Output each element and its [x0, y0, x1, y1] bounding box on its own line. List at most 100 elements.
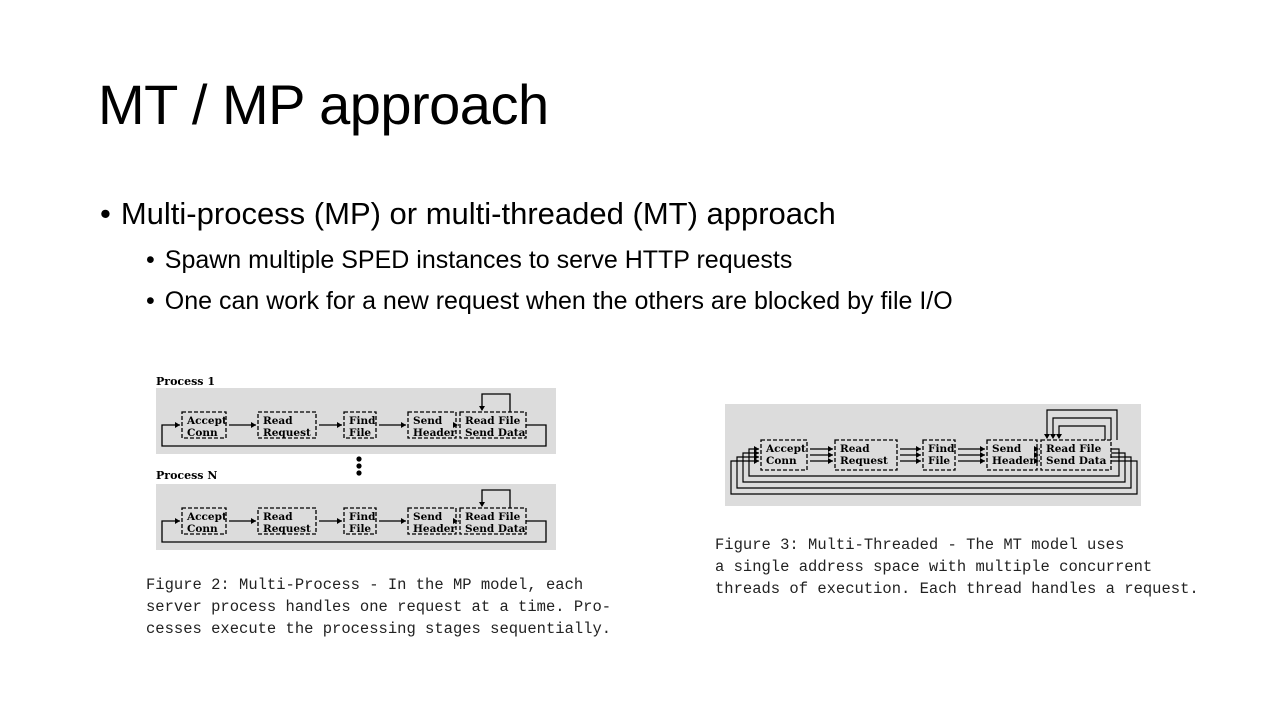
- arrowhead: [1056, 434, 1062, 439]
- stage-label: Find: [349, 415, 376, 427]
- multi-process-diagram: Process 1 AcceptConnReadRequestFindFileS…: [156, 375, 556, 550]
- stage-label: Accept: [765, 443, 806, 455]
- loop-back-arrow: [161, 520, 547, 543]
- arrowhead: [337, 422, 342, 428]
- caption-line: Figure 3: Multi-Threaded - The MT model …: [715, 536, 1125, 554]
- ellipsis-dot: [356, 470, 362, 476]
- stage-box: [986, 439, 1038, 471]
- stage-label: Read: [263, 511, 293, 523]
- arrowhead: [1034, 458, 1039, 464]
- arrowhead: [1044, 434, 1050, 439]
- bullet-glyph: •: [100, 196, 111, 231]
- main-bullet: • Multi-process (MP) or multi-threaded (M…: [100, 196, 836, 232]
- arrowhead: [754, 450, 759, 456]
- stage-label: Header: [992, 455, 1035, 467]
- stage-label: Request: [263, 427, 311, 439]
- pipeline-panel: [156, 388, 556, 454]
- caption-line: a single address space with multiple con…: [715, 558, 1153, 576]
- sub-bullet-text: One can work for a new request when the …: [164, 287, 953, 315]
- arrowhead: [754, 458, 759, 464]
- bullet-glyph: •: [146, 246, 155, 274]
- self-loop-arrow: [481, 489, 511, 508]
- caption-line: cesses execute the processing stages seq…: [146, 620, 612, 638]
- loop-back-arrow: [736, 456, 1132, 489]
- arrowhead: [453, 422, 458, 428]
- stage-label: Find: [928, 443, 955, 455]
- process-n-pipeline: AcceptConnReadRequestFindFileSendHeaderR…: [156, 484, 556, 550]
- stage-label: Request: [840, 455, 888, 467]
- loop-back-arrow: [742, 452, 1126, 483]
- arrowhead: [1034, 452, 1039, 458]
- loop-back-arrow: [161, 424, 547, 447]
- stage-box: [343, 411, 377, 439]
- stage-label: Send Data: [465, 427, 526, 439]
- loop-back-arrow: [730, 460, 1138, 495]
- caption-line: server process handles one request at a …: [146, 598, 612, 616]
- stage-label: Read File: [465, 415, 521, 427]
- stage-label: Accept: [186, 415, 227, 427]
- stage-label: Read File: [465, 511, 521, 523]
- sub-bullet-text: Spawn multiple SPED instances to serve H…: [164, 246, 793, 274]
- arrowhead: [916, 446, 921, 452]
- arrowhead: [453, 518, 458, 524]
- multi-threaded-diagram: AcceptConnReadRequestFindFileSendHeaderR…: [725, 404, 1141, 506]
- arrowhead: [916, 452, 921, 458]
- stage-label: Read: [263, 415, 293, 427]
- mt-figure-caption: Figure 3: Multi-Threaded - The MT model …: [715, 534, 1199, 600]
- stage-box: [1040, 439, 1112, 471]
- stage-box: [834, 439, 898, 471]
- main-bullet-text: Multi-process (MP) or multi-threaded (MT…: [120, 196, 836, 231]
- stage-label: Header: [413, 523, 456, 535]
- sub-bullet-1: • Spawn multiple SPED instances to serve …: [146, 246, 792, 275]
- ellipsis-dot: [356, 456, 362, 462]
- arrowhead: [401, 422, 406, 428]
- arrowhead: [980, 452, 985, 458]
- slide-title: MT / MP approach: [98, 73, 549, 136]
- ellipsis-dot: [356, 463, 362, 469]
- stage-label: File: [349, 427, 371, 439]
- pipeline-panel: [725, 404, 1141, 506]
- arrowhead: [251, 422, 256, 428]
- arrowhead: [754, 446, 759, 452]
- stage-label: Send: [992, 443, 1022, 455]
- arrowhead: [337, 518, 342, 524]
- stage-label: Send Data: [465, 523, 526, 535]
- stage-box: [181, 507, 227, 535]
- arrowhead: [479, 502, 485, 507]
- arrowhead: [980, 446, 985, 452]
- arrowhead: [1034, 446, 1039, 452]
- self-loop-arrow: [481, 393, 511, 412]
- arrowhead: [916, 458, 921, 464]
- arrowhead: [828, 452, 833, 458]
- arrowhead: [479, 406, 485, 411]
- threads-pipeline: AcceptConnReadRequestFindFileSendHeaderR…: [725, 404, 1141, 506]
- bullet-glyph: •: [146, 287, 155, 315]
- stage-label: Read: [840, 443, 870, 455]
- process-n-label: Process N: [156, 469, 217, 482]
- stage-label: Send: [413, 415, 443, 427]
- self-loop-arrow: [1052, 417, 1112, 440]
- stage-label: Header: [413, 427, 456, 439]
- stage-box: [181, 411, 227, 439]
- self-loop-arrow: [1058, 425, 1106, 440]
- arrowhead: [175, 422, 180, 428]
- arrowhead: [754, 454, 759, 460]
- stage-box: [922, 439, 956, 471]
- stage-label: Accept: [186, 511, 227, 523]
- pipeline-panel: [156, 484, 556, 550]
- stage-label: Conn: [766, 455, 797, 467]
- stage-label: File: [349, 523, 371, 535]
- stage-label: Conn: [187, 523, 218, 535]
- stage-label: Find: [349, 511, 376, 523]
- stage-box: [760, 439, 808, 471]
- stage-label: Send: [413, 511, 443, 523]
- process-1-label: Process 1: [156, 375, 215, 388]
- stage-label: Send Data: [1046, 455, 1107, 467]
- arrowhead: [251, 518, 256, 524]
- caption-line: threads of execution. Each thread handle…: [715, 580, 1199, 598]
- arrowhead: [175, 518, 180, 524]
- stage-label: Conn: [187, 427, 218, 439]
- loop-back-arrow: [748, 448, 1120, 477]
- arrowhead: [828, 458, 833, 464]
